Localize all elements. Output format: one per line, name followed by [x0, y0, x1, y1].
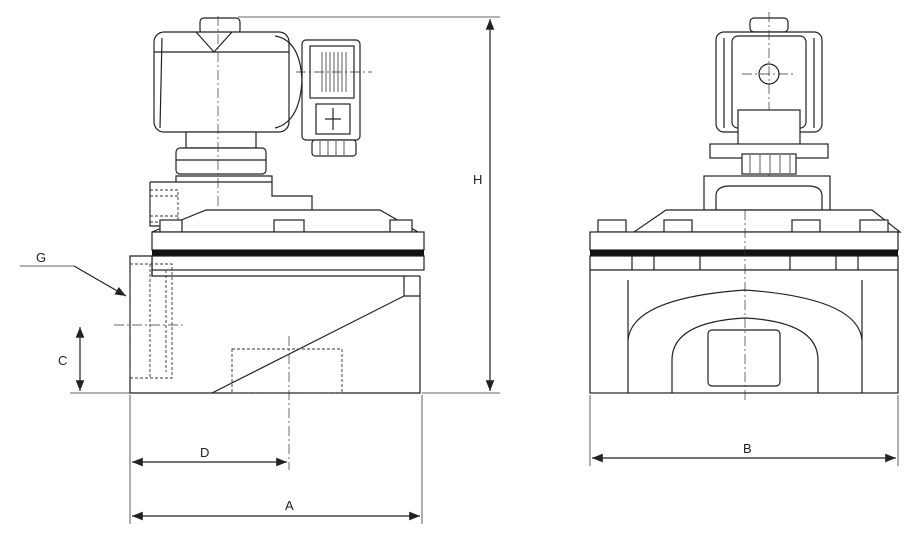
- dimension-g: G: [20, 250, 127, 297]
- front-view: B: [589, 12, 902, 466]
- front-cover-bolts: [597, 219, 889, 233]
- side-view: H G C D A: [20, 16, 500, 524]
- dimension-d: D: [129, 395, 287, 524]
- dimension-h-label: H: [473, 172, 482, 187]
- diaphragm-cover: [151, 209, 425, 271]
- dimension-a-label: A: [285, 498, 294, 513]
- armature-nut: [175, 131, 267, 175]
- dimension-g-label: G: [36, 250, 46, 265]
- connector-plug: [296, 39, 372, 157]
- dimension-d-label: D: [200, 445, 209, 460]
- front-lower-nuts: [631, 256, 859, 270]
- front-body: [589, 210, 899, 400]
- dimension-c-label: C: [58, 353, 67, 368]
- dimension-c: C: [58, 327, 130, 394]
- front-cover: [589, 209, 902, 271]
- dimension-b: B: [589, 395, 899, 466]
- front-neck: [703, 109, 831, 211]
- solenoid-coil: [153, 17, 303, 133]
- dimension-a: A: [132, 395, 423, 524]
- dimension-b-label: B: [743, 441, 752, 456]
- valve-body: [114, 255, 421, 470]
- dimension-h: H: [238, 16, 500, 394]
